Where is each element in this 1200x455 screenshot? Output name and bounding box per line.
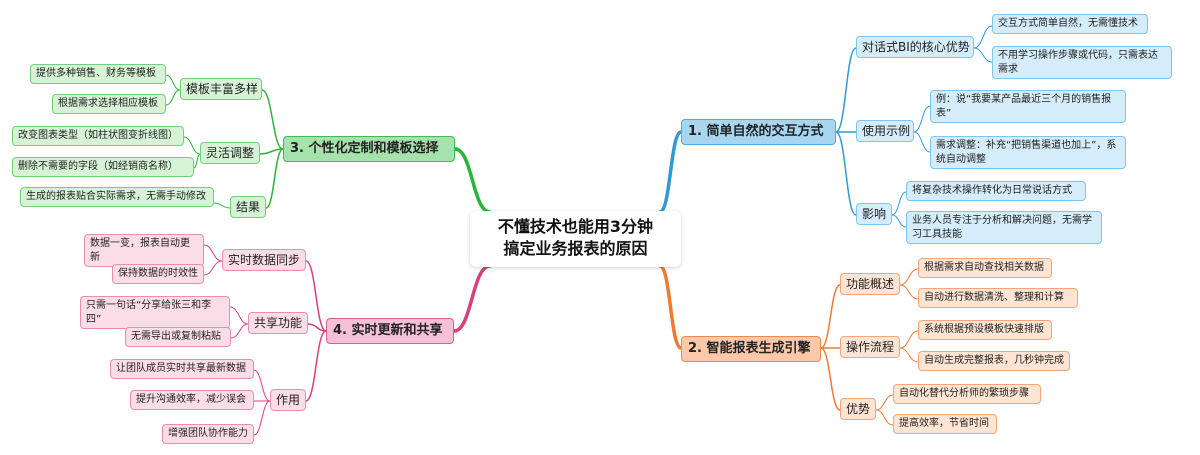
branch-1-topic[interactable]: 1. 简单自然的交互方式 bbox=[681, 119, 836, 145]
b4-group-role[interactable]: 作用 bbox=[270, 389, 306, 412]
b4-leaf-4[interactable]: 无需导出或复制粘贴 bbox=[125, 327, 231, 347]
b1-group-usage-example[interactable]: 使用示例 bbox=[856, 120, 914, 143]
central-topic-line2: 搞定业务报表的原因 bbox=[503, 238, 648, 258]
b4-leaf-2[interactable]: 保持数据的时效性 bbox=[112, 264, 204, 284]
central-topic[interactable]: 不懂技术也能用3分钟 搞定业务报表的原因 bbox=[470, 211, 681, 267]
b4-leaf-3[interactable]: 只需一句话“分享给张三和李四” bbox=[80, 296, 230, 329]
connector-b1-l3 bbox=[913, 105, 931, 133]
connector-b2-l6 bbox=[875, 409, 894, 426]
b1-group-core-advantage[interactable]: 对话式BI的核心优势 bbox=[856, 36, 974, 59]
connector-b1-l6 bbox=[891, 214, 907, 228]
connector-b1-l1 bbox=[973, 25, 993, 49]
connector-b4-l2 bbox=[203, 260, 223, 276]
b1-leaf-1[interactable]: 交互方式简单自然，无需懂技术 bbox=[992, 14, 1148, 34]
b2-leaf-3[interactable]: 系统根据预设模板快速排版 bbox=[918, 320, 1052, 340]
connector-center-b3 bbox=[453, 147, 492, 214]
connector-b3-l1 bbox=[165, 74, 181, 91]
connector-b4-l4 bbox=[230, 323, 249, 339]
b4-group-sharing[interactable]: 共享功能 bbox=[248, 312, 308, 335]
b2-leaf-5[interactable]: 自动化替代分析师的繁琐步骤 bbox=[893, 384, 1041, 404]
branch-4-topic[interactable]: 4. 实时更新和共享 bbox=[326, 318, 454, 344]
branch-2-topic[interactable]: 2. 智能报表生成引擎 bbox=[681, 336, 821, 362]
b3-leaf-5[interactable]: 生成的报表贴合实际需求，无需手动修改 bbox=[20, 187, 214, 207]
b2-leaf-1[interactable]: 根据需求自动查找相关数据 bbox=[918, 258, 1052, 278]
b3-leaf-4[interactable]: 删除不需要的字段（如经销商名称） bbox=[12, 157, 194, 177]
connector-b4-g2 bbox=[307, 323, 327, 332]
b1-group-impact[interactable]: 影响 bbox=[856, 203, 892, 226]
b4-leaf-6[interactable]: 提升沟通效率，减少误会 bbox=[130, 390, 254, 410]
connector-b2-l5 bbox=[875, 394, 894, 411]
connector-b2-l1 bbox=[899, 268, 919, 286]
connector-b4-l5 bbox=[253, 369, 271, 402]
connector-b1-l2 bbox=[973, 47, 993, 63]
connector-center-b2 bbox=[658, 264, 683, 350]
b3-leaf-2[interactable]: 根据需求选择相应模板 bbox=[52, 94, 166, 114]
b4-group-realtime-sync[interactable]: 实时数据同步 bbox=[222, 249, 306, 272]
connector-b4-l1 bbox=[203, 244, 223, 262]
connector-b4-l3 bbox=[229, 306, 249, 325]
connector-b1-l5 bbox=[891, 191, 907, 216]
connector-b2-g3 bbox=[820, 347, 841, 411]
b3-group-templates[interactable]: 模板丰富多样 bbox=[180, 78, 262, 101]
b4-leaf-1[interactable]: 数据一变，报表自动更新 bbox=[84, 234, 204, 267]
connector-b1-g3 bbox=[835, 131, 857, 216]
connector-center-b1 bbox=[658, 130, 683, 214]
b1-leaf-6[interactable]: 业务人员专注于分析和解决问题，无需学习工具技能 bbox=[906, 211, 1102, 244]
connector-b1-g1 bbox=[835, 47, 857, 133]
connector-b3-g3 bbox=[265, 148, 284, 209]
b1-leaf-2[interactable]: 不用学习操作步骤或代码，只需表达需求 bbox=[992, 46, 1172, 79]
b2-leaf-4[interactable]: 自动生成完整报表，几秒钟完成 bbox=[918, 351, 1070, 371]
connector-b3-l5 bbox=[213, 202, 231, 209]
connector-b4-g1 bbox=[305, 260, 327, 332]
connector-b3-l3 bbox=[183, 136, 201, 155]
b1-leaf-3[interactable]: 例：说“我要某产品最近三个月的销售报表” bbox=[930, 90, 1126, 123]
b2-leaf-2[interactable]: 自动进行数据清洗、整理和计算 bbox=[918, 288, 1078, 308]
connector-b4-g3 bbox=[305, 330, 327, 402]
connector-b4-l7 bbox=[253, 400, 271, 436]
b2-group-process[interactable]: 操作流程 bbox=[840, 336, 900, 359]
b1-leaf-5[interactable]: 将复杂技术操作转化为日常说话方式 bbox=[906, 181, 1086, 201]
branch-3-topic[interactable]: 3. 个性化定制和模板选择 bbox=[283, 136, 455, 162]
connector-b2-l4 bbox=[899, 347, 919, 363]
b3-leaf-3[interactable]: 改变图表类型（如柱状图变折线图） bbox=[12, 126, 184, 146]
b2-leaf-6[interactable]: 提高效率，节省时间 bbox=[893, 414, 997, 434]
connector-b2-g1 bbox=[820, 284, 841, 349]
b3-group-result[interactable]: 结果 bbox=[230, 196, 266, 219]
b4-leaf-5[interactable]: 让团队成员实时共享最新数据 bbox=[110, 359, 254, 379]
b3-leaf-1[interactable]: 提供多种销售、财务等模板 bbox=[30, 64, 166, 84]
connector-b2-l2 bbox=[899, 284, 919, 300]
connector-b3-g1 bbox=[261, 89, 284, 150]
connector-b3-g2 bbox=[259, 148, 284, 155]
central-topic-line1: 不懂技术也能用3分钟 bbox=[497, 217, 654, 236]
b2-group-advantage[interactable]: 优势 bbox=[840, 398, 876, 421]
b3-group-flexible[interactable]: 灵活调整 bbox=[200, 142, 260, 165]
connector-b3-l2 bbox=[165, 89, 181, 106]
connector-center-b4 bbox=[452, 264, 492, 333]
b2-group-overview[interactable]: 功能概述 bbox=[840, 273, 900, 296]
connector-b2-l3 bbox=[899, 330, 919, 349]
b4-leaf-7[interactable]: 增强团队协作能力 bbox=[162, 424, 254, 444]
connector-b1-l4 bbox=[913, 131, 931, 153]
connector-b3-l4 bbox=[193, 153, 201, 169]
b1-leaf-4[interactable]: 需求调整：补充“把销售渠道也加上”，系统自动调整 bbox=[930, 136, 1126, 169]
